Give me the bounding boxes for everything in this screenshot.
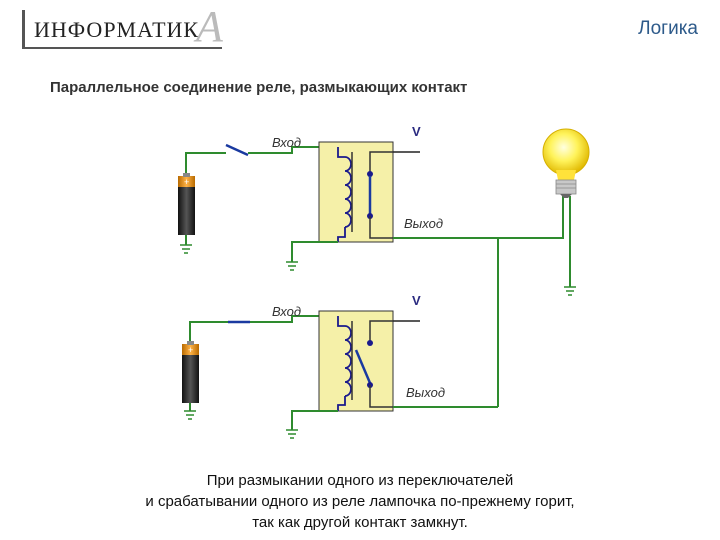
caption-line-1: При размыкании одного из переключателей — [206, 472, 514, 489]
section-title: Логика — [638, 18, 698, 39]
ground-icon — [286, 261, 298, 271]
battery-icon: + — [178, 173, 195, 235]
battery-icon: + — [182, 341, 199, 403]
light-bulb-icon — [542, 128, 590, 198]
ground-icon — [286, 429, 298, 439]
input-label: Вход — [272, 304, 301, 319]
ground-icon — [180, 244, 192, 254]
relay-contact — [367, 151, 393, 239]
svg-text:+: + — [188, 345, 193, 355]
relay-contact — [354, 320, 393, 408]
relay-coil — [337, 147, 353, 242]
slide-title: Параллельное соединение реле, размыкающи… — [50, 79, 468, 96]
relay-coil — [337, 316, 353, 411]
relay-body — [318, 141, 394, 243]
ground-icon — [184, 410, 196, 420]
slide-caption: При размыкании одного из переключателей … — [0, 470, 720, 533]
logo-letter: А — [196, 2, 223, 51]
voltage-label: V — [412, 124, 421, 139]
logo-underline — [22, 47, 222, 49]
voltage-label: V — [412, 293, 421, 308]
svg-text:+: + — [184, 177, 189, 187]
slide-header: ИНФОРМАТИК А Логика — [0, 0, 720, 56]
output-label: Выход — [406, 385, 445, 400]
input-switch[interactable] — [225, 143, 249, 157]
logo-bar — [22, 10, 25, 48]
bottom-circuit: + Вход — [182, 293, 498, 439]
ground-icon — [564, 286, 576, 296]
logo-text: ИНФОРМАТИК — [34, 17, 200, 42]
top-circuit: + Вход — [178, 124, 443, 271]
caption-line-2: и срабатывании одного из реле лампочка п… — [145, 493, 575, 510]
caption-line-3: так как другой контакт замкнут. — [252, 514, 468, 531]
relay-body — [318, 310, 394, 412]
output-label: Выход — [404, 216, 443, 231]
input-label: Вход — [272, 135, 301, 150]
